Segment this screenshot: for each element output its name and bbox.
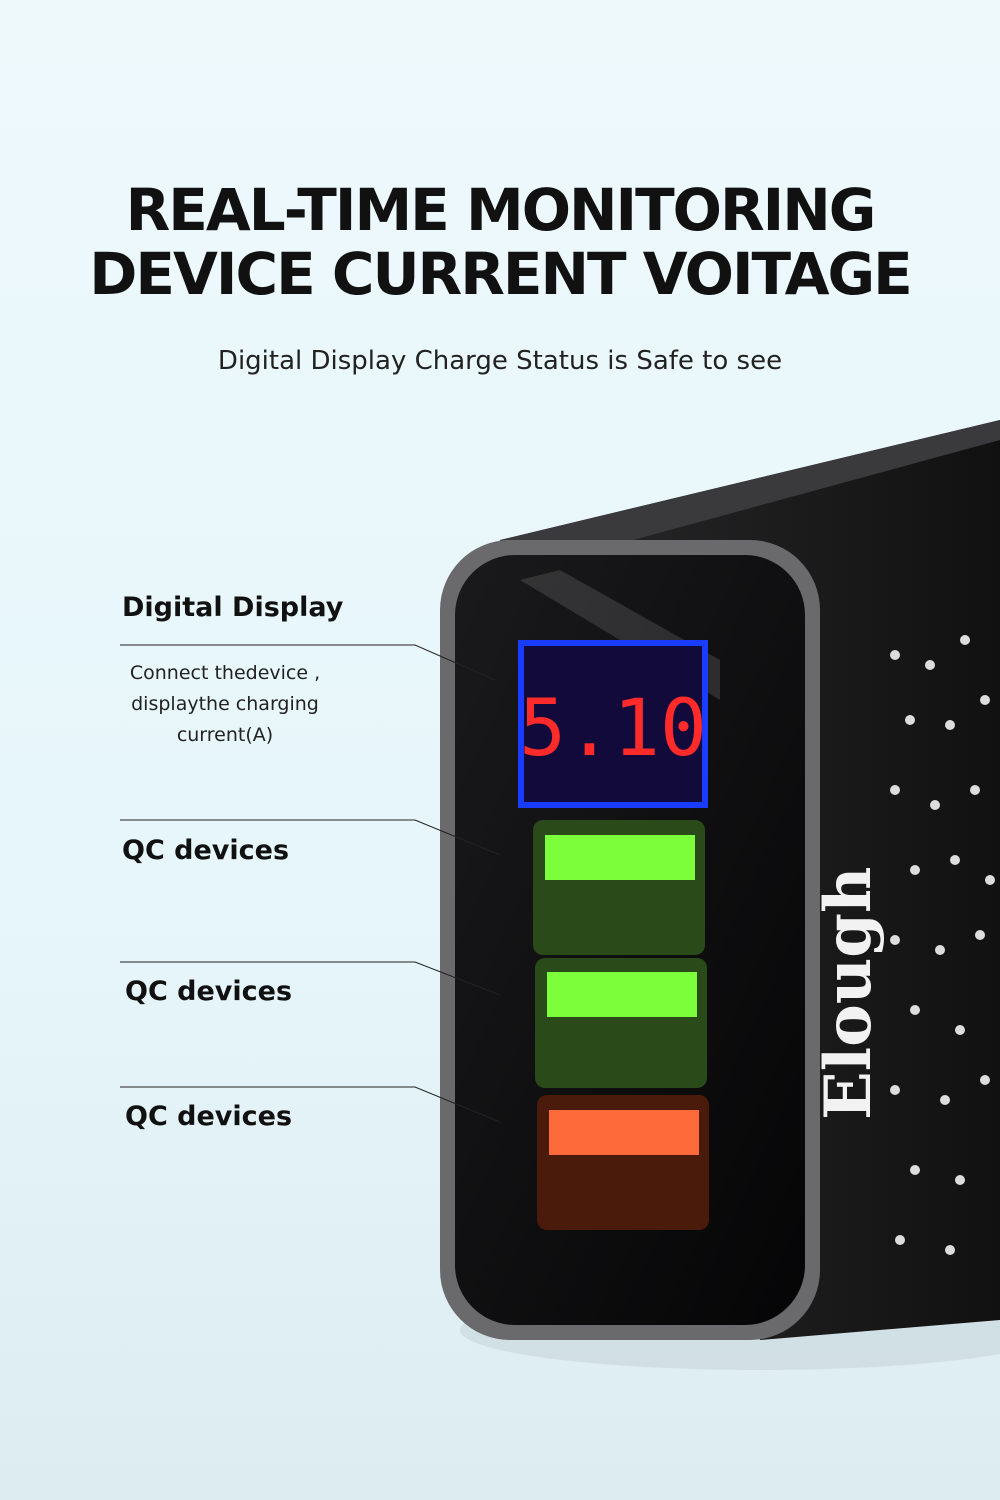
display-value: 5.10 xyxy=(519,684,707,774)
brand-logo: Elough xyxy=(811,866,886,1120)
callout-qc-devices-2: QC devices xyxy=(125,976,293,1007)
callout-qc-devices-1: QC devices xyxy=(122,835,290,866)
dot-pattern xyxy=(890,635,995,1255)
usb-port-2 xyxy=(535,958,707,1088)
usb-port-1 xyxy=(533,820,705,955)
usb-port-3 xyxy=(537,1095,709,1230)
headline: REAL-TIME MONITORING DEVICE CURRENT VOIT… xyxy=(0,178,1000,306)
subtitle: Digital Display Charge Status is Safe to… xyxy=(217,346,783,376)
charger-top xyxy=(500,420,1000,560)
callout-lines xyxy=(120,644,501,1123)
callout-digital-display: Digital Display xyxy=(122,592,344,623)
headline-line-2: DEVICE CURRENT VOITAGE xyxy=(89,240,912,308)
callout-qc-devices-3: QC devices xyxy=(125,1101,293,1132)
callout-digital-display-description: Connect thedevice , displaythe charging … xyxy=(129,662,321,746)
headline-line-1: REAL-TIME MONITORING xyxy=(125,176,877,244)
